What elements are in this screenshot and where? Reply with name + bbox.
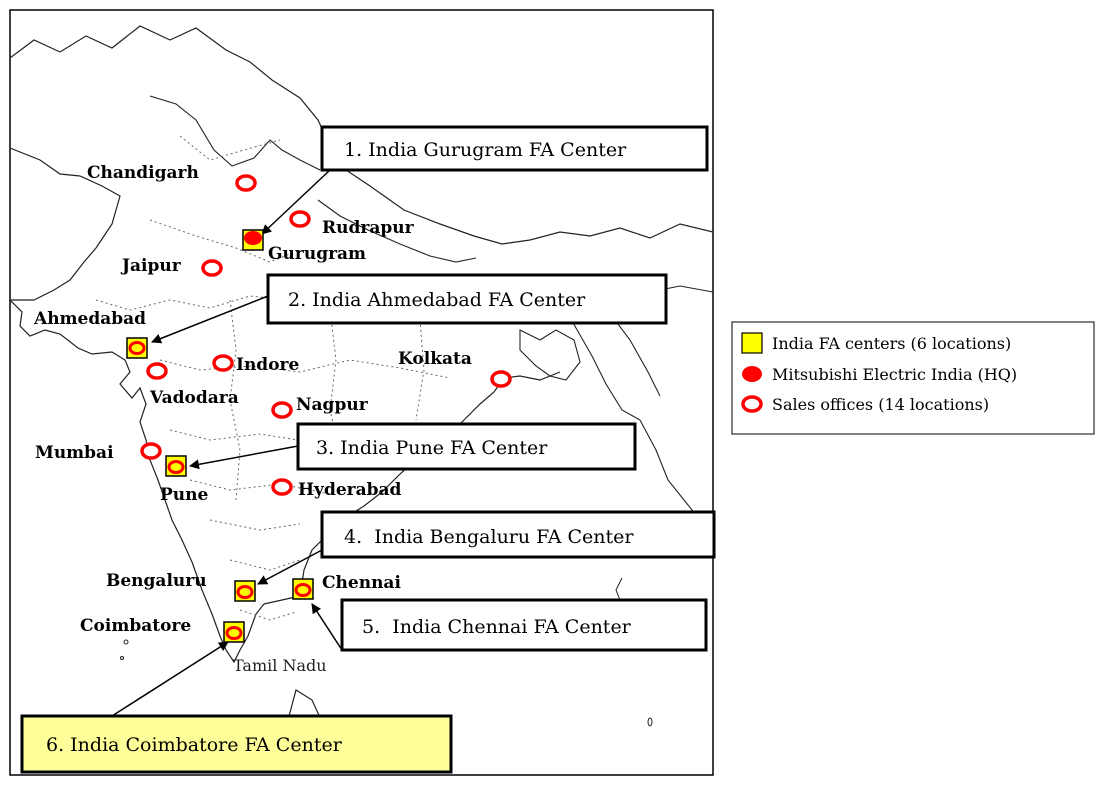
legend-hq-swatch — [742, 366, 762, 382]
sales-office-marker-nagpur — [271, 401, 293, 419]
sales-office-marker-chandigarh — [235, 174, 257, 192]
island-marker — [120, 656, 124, 660]
city-label-mumbai: Mumbai — [35, 443, 114, 463]
city-label-pune: Pune — [160, 485, 209, 505]
callout-text-bengaluru: 4. India Bengaluru FA Center — [344, 526, 634, 548]
city-label-ahmedabad: Ahmedabad — [33, 309, 146, 329]
city-label-vadodara: Vadodara — [149, 388, 239, 408]
callout-text-ahmedabad: 2. India Ahmedabad FA Center — [288, 289, 586, 311]
island-marker — [123, 639, 129, 645]
callout-coimbatore: 6. India Coimbatore FA Center — [20, 714, 453, 774]
fa-center-marker-gurugram — [242, 229, 264, 251]
arrow-gurugram — [261, 169, 331, 235]
callout-text-gurugram: 1. India Gurugram FA Center — [344, 139, 627, 161]
island-marker — [647, 717, 653, 727]
region-label-tamil-nadu: Tamil Nadu — [233, 656, 327, 675]
city-label-jaipur: Jaipur — [120, 256, 182, 276]
fa-center-marker-pune — [165, 455, 187, 477]
city-label-bengaluru: Bengaluru — [106, 571, 207, 591]
city-label-gurugram: Gurugram — [268, 244, 366, 264]
state-boundaries — [95, 135, 491, 621]
india-west-border — [10, 147, 121, 301]
city-label-indore: Indore — [236, 355, 299, 375]
map-frame — [9, 9, 714, 776]
bangladesh-outline — [519, 329, 581, 381]
legend-fa-centers-label: India FA centers (6 locations) — [772, 334, 1011, 353]
callout-arrows — [111, 169, 343, 717]
sales-office-marker-vadodara — [146, 362, 168, 380]
city-label-kolkata: Kolkata — [398, 349, 472, 369]
callout-gurugram: 1. India Gurugram FA Center — [320, 125, 709, 172]
city-label-rudrapur: Rudrapur — [322, 218, 415, 238]
legend-hq-label: Mitsubishi Electric India (HQ) — [772, 365, 1017, 384]
callout-text-pune: 3. India Pune FA Center — [316, 437, 548, 459]
sales-office-marker-rudrapur — [289, 210, 311, 228]
callout-bengaluru: 4. India Bengaluru FA Center — [320, 510, 716, 559]
city-label-hyderabad: Hyderabad — [298, 480, 402, 500]
arrow-bengaluru — [257, 549, 323, 585]
arrow-coimbatore — [111, 641, 229, 717]
fa-center-marker-ahmedabad — [126, 337, 148, 359]
legend-sales-office-swatch — [741, 395, 763, 413]
city-labels: Chandigarh Rudrapur Gurugram Jaipur Ahme… — [33, 163, 472, 675]
arrow-chennai — [311, 603, 343, 651]
callout-ahmedabad: 2. India Ahmedabad FA Center — [266, 273, 668, 325]
north-region-outline — [149, 95, 321, 171]
legend-box — [731, 321, 1095, 435]
fa-center-marker-chennai — [292, 578, 314, 600]
city-label-chennai: Chennai — [322, 573, 401, 593]
fa-center-marker-bengaluru — [234, 580, 256, 602]
callout-text-coimbatore: 6. India Coimbatore FA Center — [46, 734, 343, 756]
sales-office-marker-kolkata — [490, 370, 512, 388]
sales-office-marker-indore — [212, 354, 234, 372]
callout-text-chennai: 5. India Chennai FA Center — [362, 616, 632, 638]
arrow-ahmedabad — [151, 295, 269, 344]
city-label-coimbatore: Coimbatore — [80, 616, 191, 636]
callout-chennai: 5. India Chennai FA Center — [340, 598, 708, 652]
nepal-border — [317, 199, 477, 263]
fa-center-markers — [126, 229, 314, 643]
legend-sales-offices-label: Sales offices (14 locations) — [772, 395, 989, 414]
sales-office-marker-hyderabad — [271, 478, 293, 496]
sales-office-markers — [140, 174, 512, 496]
fa-center-marker-coimbatore — [223, 621, 245, 643]
legend-fa-center-swatch — [741, 332, 763, 354]
sales-office-marker-mumbai — [140, 442, 162, 460]
legend: India FA centers (6 locations) Mitsubish… — [731, 321, 1095, 435]
island-marker — [615, 577, 623, 601]
city-label-nagpur: Nagpur — [296, 395, 369, 415]
city-label-chandigarh: Chandigarh — [87, 163, 199, 183]
callout-pune: 3. India Pune FA Center — [296, 422, 637, 471]
sales-office-marker-jaipur — [201, 259, 223, 277]
arrow-pune — [189, 445, 299, 470]
